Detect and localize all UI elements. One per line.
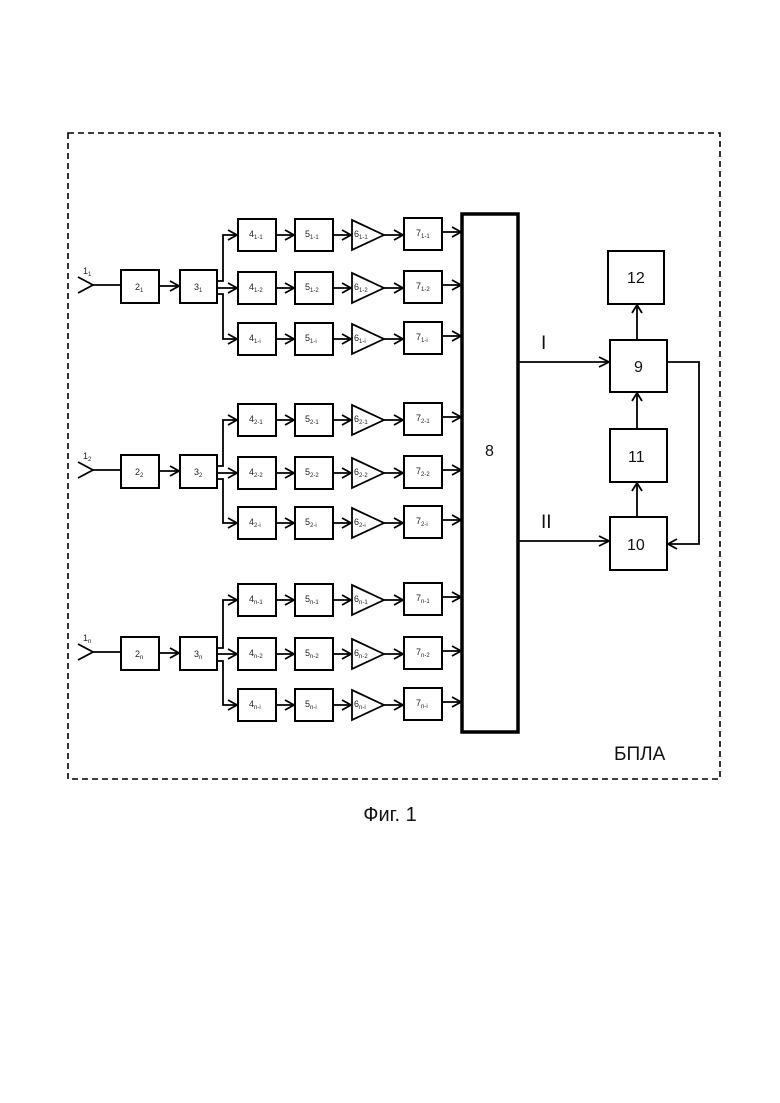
block-4-1-1-label-sub: 1-1 [254, 235, 263, 241]
figure-caption: Фиг. 1 [0, 804, 780, 827]
block-5-1-2-label-sub: 1-2 [310, 288, 319, 294]
block-5-2-3-label-sub: 2-i [310, 523, 317, 529]
block-7-3-3-label-sub: n-i [421, 704, 428, 710]
block-8-bus [462, 214, 518, 732]
block-6-1-2-label-sub: 1-2 [359, 288, 368, 294]
split-line [217, 661, 236, 705]
block-5-2-2-label-sub: 2-2 [310, 473, 319, 479]
split-line [217, 600, 236, 648]
block-4-2-2-label-sub: 2-2 [254, 473, 263, 479]
output-II-label: II [541, 512, 552, 533]
block-11-label: 11 [628, 449, 645, 466]
block-3-3-label-sub: n [199, 655, 202, 661]
block-6-1-3-label-sub: 1-i [359, 339, 366, 345]
split-line [217, 420, 236, 466]
antenna-icon [78, 462, 93, 478]
block-6-3-3-label-sub: n-i [359, 705, 366, 711]
block-7-3-2-label-sub: n-2 [421, 653, 430, 659]
antenna-1-1-label-sub: 1 [88, 272, 92, 278]
block-7-1-2-label-sub: 1-2 [421, 287, 430, 293]
block-2-3-label-sub: n [140, 655, 143, 661]
block-7-2-3-label-sub: 2-i [421, 522, 428, 528]
block-4-3-1-label-sub: n-1 [254, 600, 263, 606]
block-6-3-2-label-sub: n-2 [359, 654, 368, 660]
block-6-2-3-label-sub: 2-i [359, 523, 366, 529]
output-I-label: I [541, 333, 546, 354]
block-4-1-3-label-sub: 1-i [254, 339, 261, 345]
block-5-1-1-label-sub: 1-1 [310, 235, 319, 241]
split-line [217, 235, 236, 281]
antenna-1-2-label: 12 [83, 451, 92, 463]
block-10-label: 10 [627, 537, 645, 554]
uav-enclosure-label: БПЛА [614, 744, 666, 765]
receiver-channels: 11213141-151-161-171-141-251-261-271-241… [78, 218, 461, 721]
block-4-2-3-label-sub: 2-i [254, 523, 261, 529]
block-12-label: 12 [627, 270, 645, 287]
block-5-3-2-label-sub: n-2 [310, 654, 319, 660]
antenna-icon [78, 644, 93, 660]
block-6-2-1-label-sub: 2-1 [359, 420, 368, 426]
block-7-2-1-label-sub: 2-1 [421, 419, 430, 425]
block-6-1-1-label-sub: 1-1 [359, 235, 368, 241]
split-line [217, 294, 236, 339]
antenna-1-1-label: 11 [83, 266, 92, 278]
block-7-2-2-label-sub: 2-2 [421, 472, 430, 478]
block-7-1-3-label-sub: 1-i [421, 338, 428, 344]
block-5-1-3-label-sub: 1-i [310, 339, 317, 345]
antenna-1-3-label-sub: n [88, 639, 91, 645]
antenna-icon [78, 277, 93, 293]
block-5-3-3-label-sub: n-i [310, 705, 317, 711]
block-6-3-1-label-sub: n-1 [359, 600, 368, 606]
antenna-1-2-label-sub: 2 [88, 457, 92, 463]
block-7-1-1-label-sub: 1-1 [421, 234, 430, 240]
split-line [217, 479, 236, 523]
antenna-1-3-label: 1n [83, 633, 91, 645]
block-9-label: 9 [634, 359, 643, 376]
block-7-3-1-label-sub: n-1 [421, 599, 430, 605]
block-6-2-2-label-sub: 2-2 [359, 473, 368, 479]
block-4-2-1-label-sub: 2-1 [254, 420, 263, 426]
block-4-3-2-label-sub: n-2 [254, 654, 263, 660]
block-4-3-3-label-sub: n-i [254, 705, 261, 711]
block-4-1-2-label-sub: 1-2 [254, 288, 263, 294]
block-8-label: 8 [485, 443, 494, 460]
feedback-9-to-10 [667, 362, 699, 544]
block-5-2-1-label-sub: 2-1 [310, 420, 319, 426]
block-5-3-1-label-sub: n-1 [310, 600, 319, 606]
